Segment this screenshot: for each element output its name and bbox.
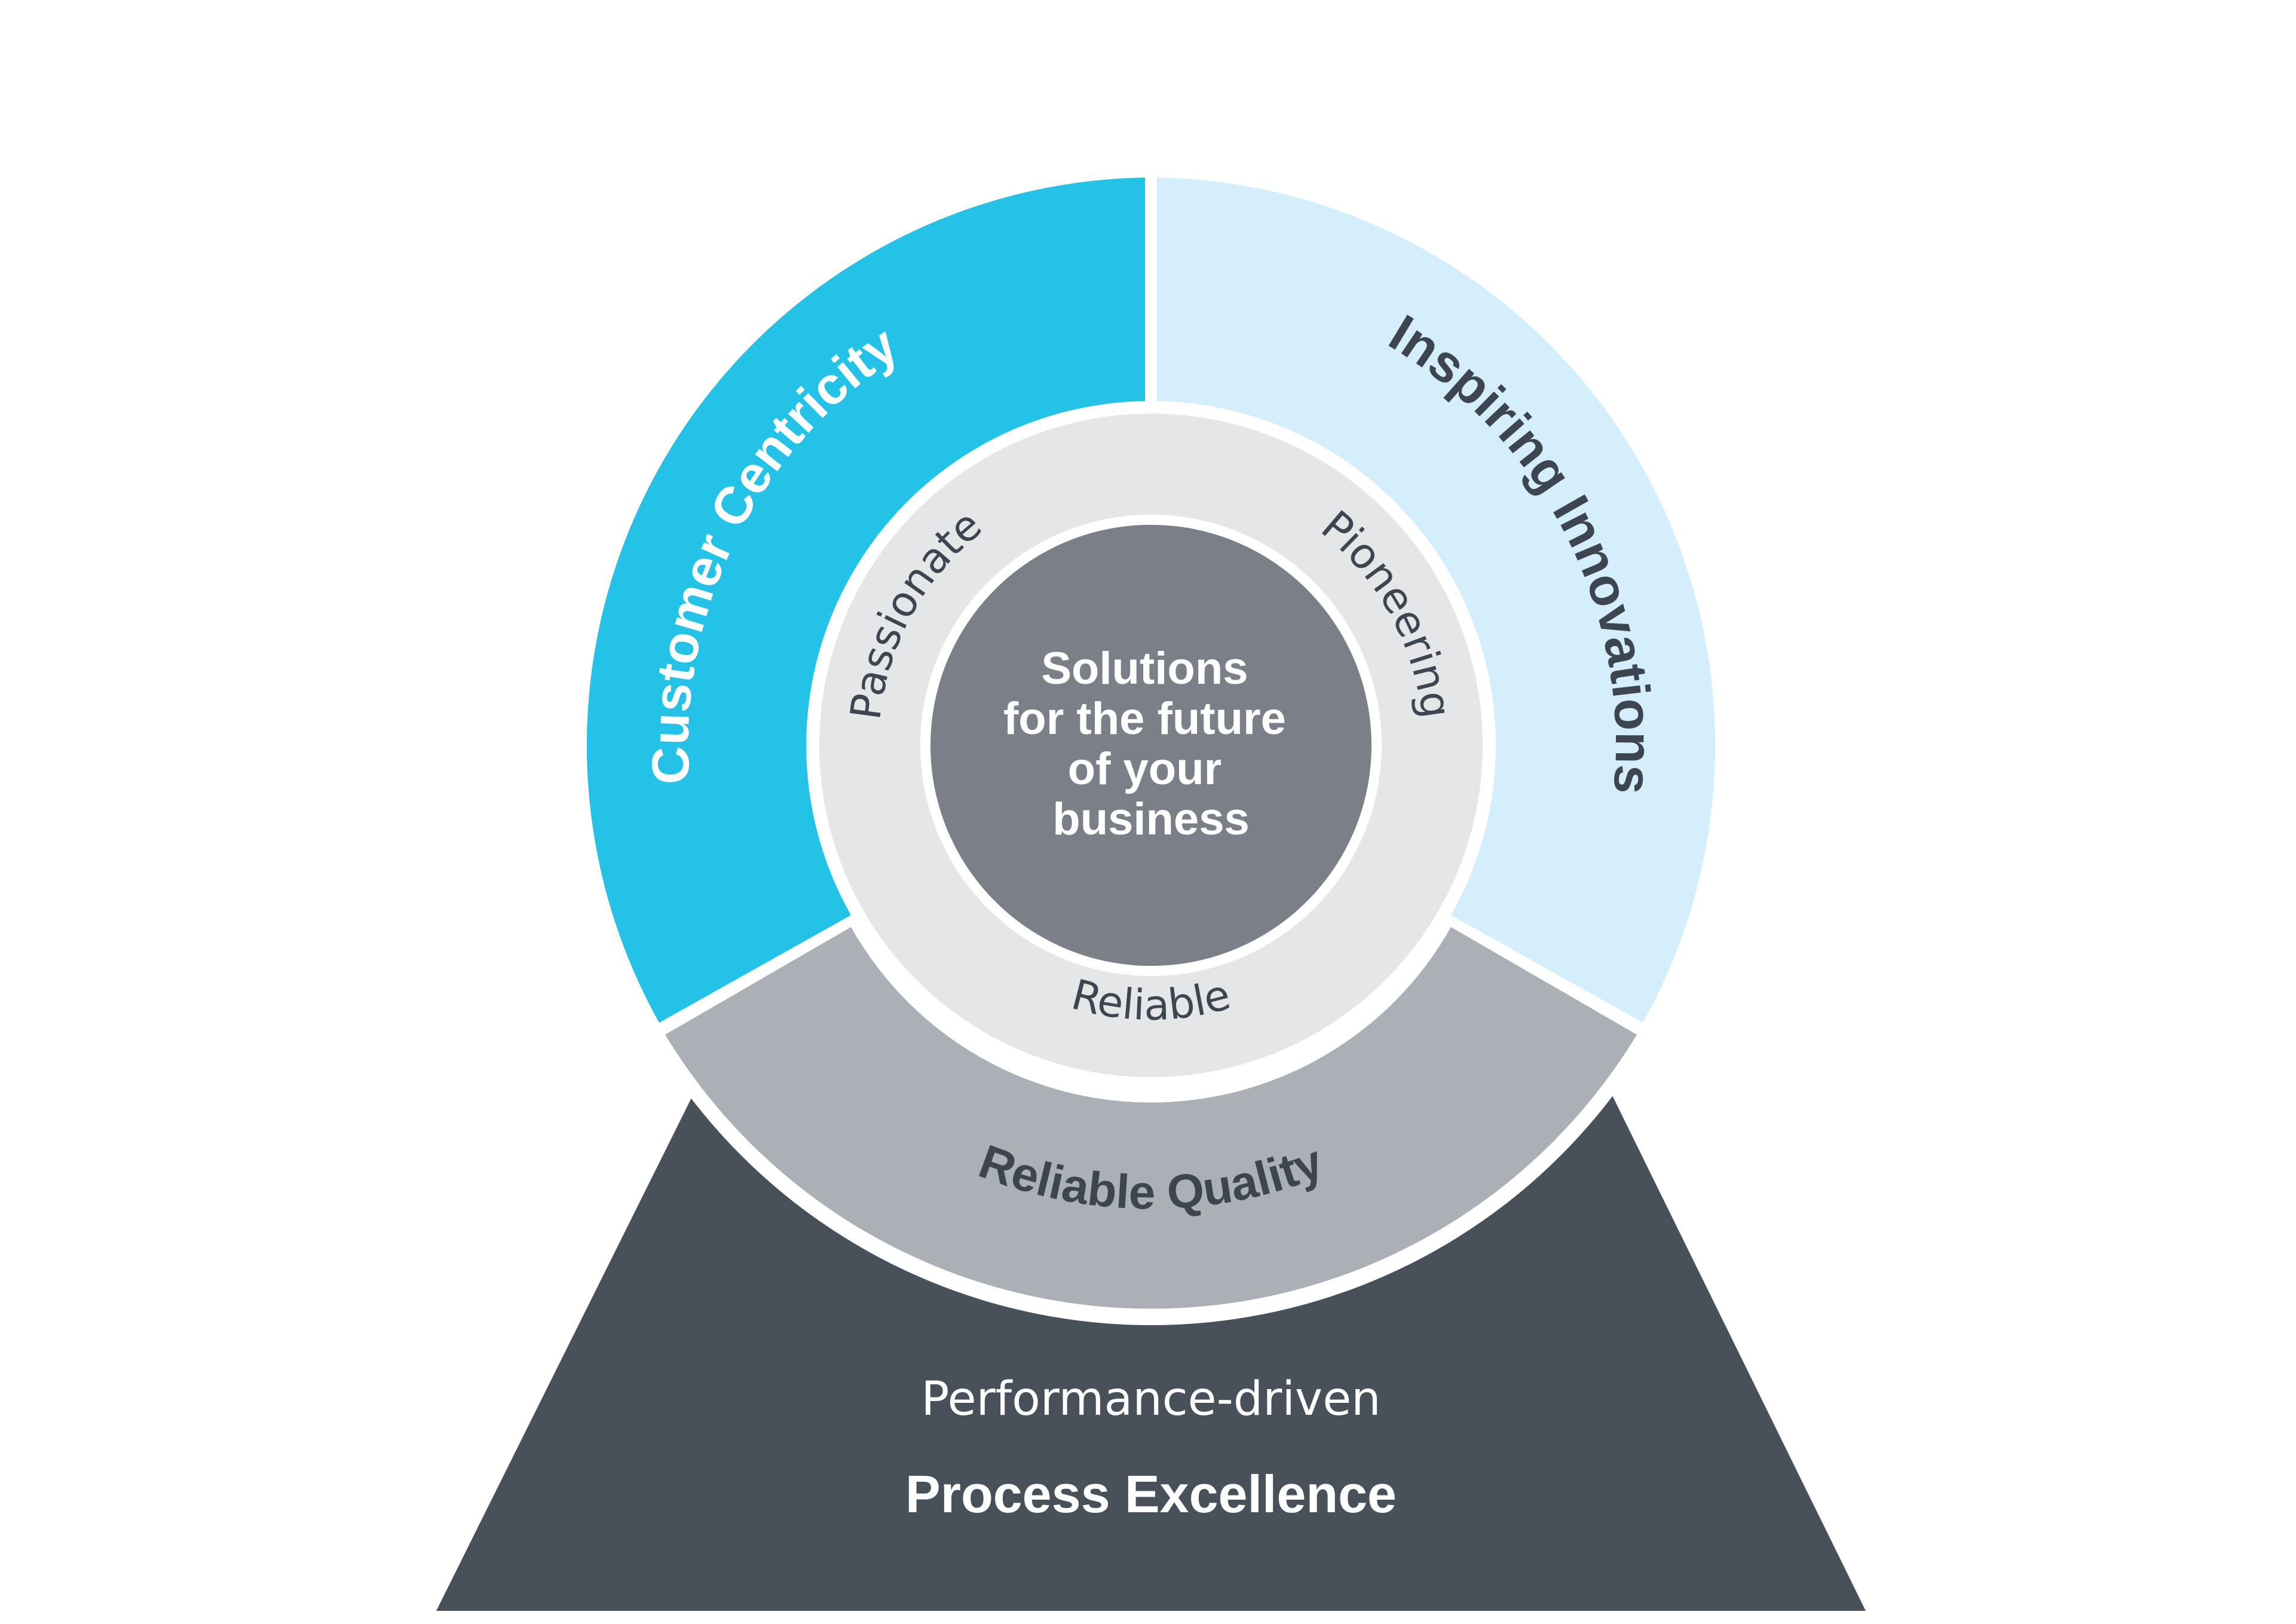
core-line-4: business xyxy=(1052,794,1249,845)
sector-customer-centricity xyxy=(586,178,1145,1023)
foundation-triangle xyxy=(436,1094,1866,1611)
foundation-subtitle: Performance-driven xyxy=(921,1372,1380,1426)
sector-reliable-quality xyxy=(665,927,1637,1309)
core-text: Solutions for the future of your busines… xyxy=(1003,643,1299,845)
core-line-3: of your xyxy=(1068,744,1222,794)
sector-inspiring-innovations xyxy=(1157,178,1716,1023)
foundation-title: Process Excellence xyxy=(905,1464,1397,1524)
core-line-1: Solutions xyxy=(1041,643,1248,694)
core-circle xyxy=(930,525,1372,966)
core-line-2: for the future xyxy=(1003,693,1286,744)
